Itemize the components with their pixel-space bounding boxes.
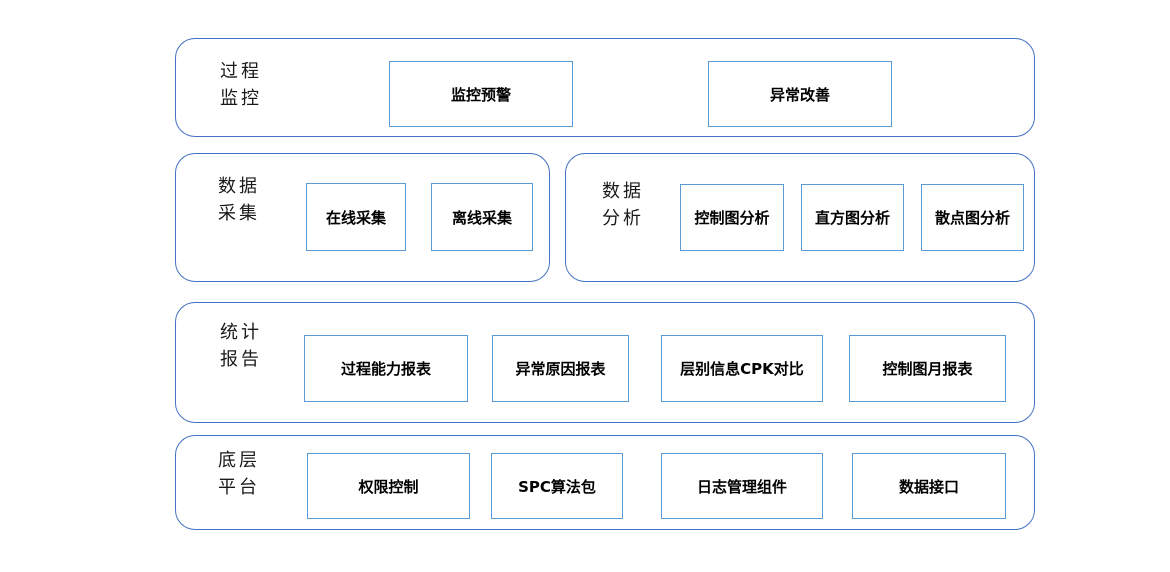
box-process-capability-report: 过程能力报表 bbox=[304, 335, 468, 402]
box-data-interface: 数据接口 bbox=[852, 453, 1006, 519]
box-histogram-analysis: 直方图分析 bbox=[801, 184, 904, 251]
box-anomaly-improvement: 异常改善 bbox=[708, 61, 892, 127]
box-spc-algorithm-package: SPC算法包 bbox=[491, 453, 623, 519]
box-online-collection: 在线采集 bbox=[306, 183, 406, 251]
layer-process-monitoring-label: 过程 监控 bbox=[220, 61, 262, 109]
box-log-management-component: 日志管理组件 bbox=[661, 453, 823, 519]
layer-data-analysis: 数据 分析 控制图分析 直方图分析 散点图分析 bbox=[565, 153, 1035, 282]
box-control-chart-analysis: 控制图分析 bbox=[680, 184, 784, 251]
layer-statistical-report-label: 统计 报告 bbox=[220, 322, 262, 370]
box-control-chart-monthly-report: 控制图月报表 bbox=[849, 335, 1006, 402]
box-stratified-cpk-comparison: 层别信息CPK对比 bbox=[661, 335, 823, 402]
box-permission-control: 权限控制 bbox=[307, 453, 470, 519]
box-monitoring-alert: 监控预警 bbox=[389, 61, 573, 127]
layer-data-collection-label: 数据 采集 bbox=[218, 176, 260, 224]
layer-statistical-report: 统计 报告 过程能力报表 异常原因报表 层别信息CPK对比 控制图月报表 bbox=[175, 302, 1035, 423]
layer-process-monitoring: 过程 监控 监控预警 异常改善 bbox=[175, 38, 1035, 137]
box-scatter-plot-analysis: 散点图分析 bbox=[921, 184, 1024, 251]
layer-base-platform-label: 底层 平台 bbox=[218, 450, 260, 498]
box-offline-collection: 离线采集 bbox=[431, 183, 533, 251]
layer-base-platform: 底层 平台 权限控制 SPC算法包 日志管理组件 数据接口 bbox=[175, 435, 1035, 530]
layer-data-analysis-label: 数据 分析 bbox=[602, 181, 644, 229]
layer-data-collection: 数据 采集 在线采集 离线采集 bbox=[175, 153, 550, 282]
box-anomaly-cause-report: 异常原因报表 bbox=[492, 335, 629, 402]
